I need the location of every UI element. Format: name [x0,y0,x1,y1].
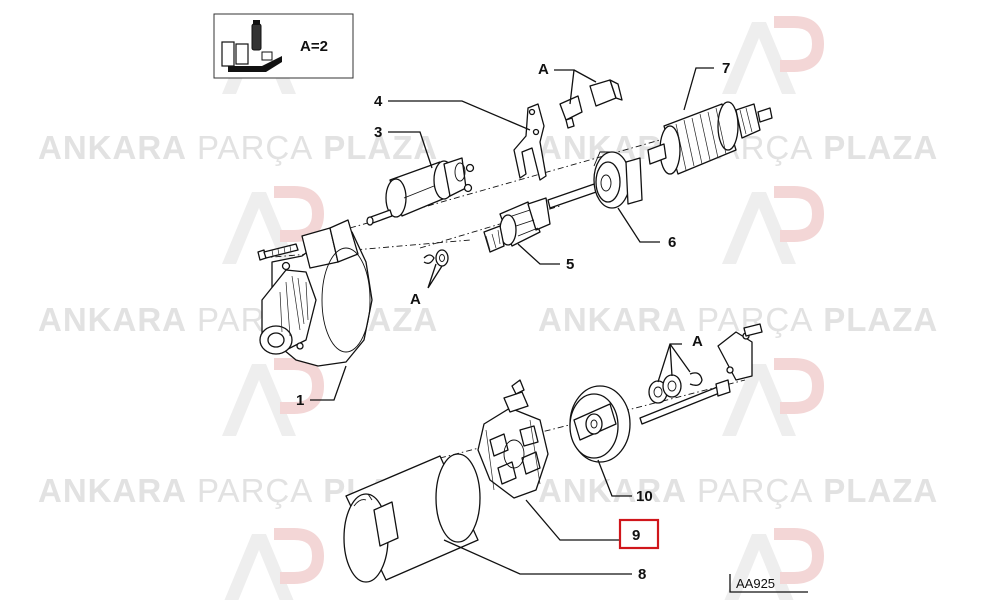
callout-8: 8 [638,566,646,583]
callout-a-top: A [538,61,549,78]
watermark-logo [222,358,325,436]
part-4-shift-fork [513,103,547,181]
watermark-word-ankara: ANKARA [538,301,687,338]
leader-7 [683,67,714,111]
leader-lines [310,67,714,575]
leader-6 [617,207,660,243]
part-8-yoke [343,453,481,583]
watermark-word-plaza: PLAZA [823,472,938,509]
callout-9: 9 [632,527,640,544]
part-9-brush-holder [477,379,549,499]
watermark-logo [722,16,825,94]
part-bolt-left [257,243,299,261]
part-end-bracket [717,323,763,381]
callout-7: 7 [722,60,730,77]
watermark-word-parca: PARÇA [697,472,813,509]
callout-labels: 1 3 4 5 6 7 8 10 A A A 9 [296,60,730,583]
watermark-word-parca: PARÇA [197,129,313,166]
legend-label: A=2 [300,38,328,55]
watermark-logo [722,358,825,436]
leader-10 [597,459,632,497]
callout-a-middle: A [410,291,421,308]
watermark-row-3: ANKARA PARÇA PLAZA ANKARA PARÇA PLAZA [38,472,938,509]
part-6-intermediate-shaft [547,151,643,209]
watermark-word-ankara: ANKARA [38,301,187,338]
leader-a-right [657,343,691,383]
callout-10: 10 [636,488,653,505]
leader-9 [525,499,620,541]
watermark-logo [722,186,825,264]
part-clips-a-top [559,79,623,129]
part-washers-a-middle [423,249,449,267]
leader-5 [517,243,560,265]
drawing-code: AA925 [736,576,775,591]
leader-1 [310,365,347,401]
leader-4 [388,100,531,131]
callout-a-right: A [692,333,703,350]
callout-5: 5 [566,256,574,273]
part-7-armature [647,101,773,175]
part-1-drive-housing [259,219,373,367]
legend-box: A=2 [213,13,354,79]
part-washers-a-right [648,372,703,404]
part-3-solenoid [366,157,475,226]
callout-4: 4 [374,93,383,110]
callout-9-highlight: 9 [618,518,660,550]
leader-a-middle [427,263,443,289]
callout-6: 6 [668,234,676,251]
drawing-code-tag: AA925 [729,574,808,593]
watermark-word-ankara: ANKARA [38,472,187,509]
grease-tube-icon [221,20,282,72]
watermark-word-plaza: PLAZA [323,129,438,166]
part-10-end-plate [569,385,631,463]
watermark-logo [224,528,325,600]
part-5-pinion [483,197,551,253]
watermark-word-parca: PARÇA [197,472,313,509]
watermark-layer: ANKARA PARÇA PLAZA ANKARA PARÇA PLAZA ANKARA… [38,16,938,600]
callout-1: 1 [296,392,304,409]
watermark-logo [724,528,825,600]
callout-3: 3 [374,124,382,141]
leader-3 [388,131,433,169]
part-through-bolt [639,379,731,425]
watermark-word-ankara: ANKARA [38,129,187,166]
leader-a-top [554,69,597,105]
leader-8 [443,539,632,575]
watermark-logo [222,186,325,264]
watermark-word-plaza: PLAZA [823,301,938,338]
watermark-word-plaza: PLAZA [823,129,938,166]
watermark-word-ankara: ANKARA [538,472,687,509]
